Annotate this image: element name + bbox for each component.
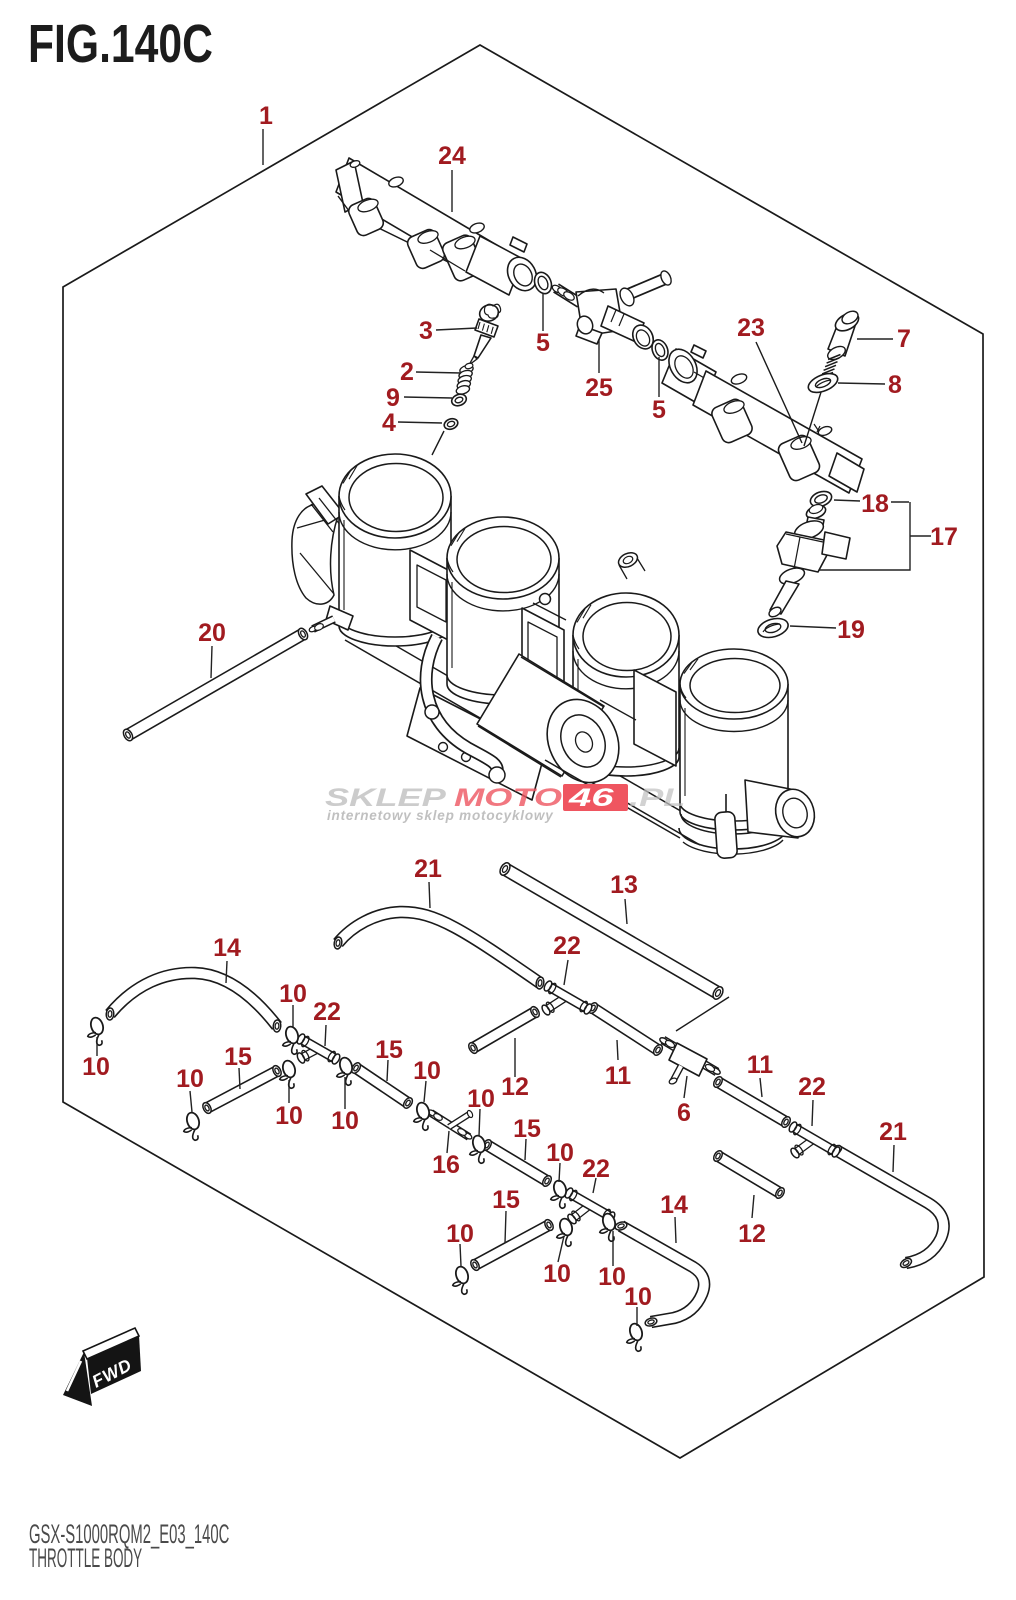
svg-text:10: 10	[275, 1102, 303, 1130]
svg-text:22: 22	[798, 1073, 826, 1101]
svg-text:7: 7	[897, 325, 911, 353]
svg-text:1: 1	[259, 102, 273, 130]
svg-text:10: 10	[546, 1139, 574, 1167]
svg-text:13: 13	[610, 871, 638, 899]
svg-text:12: 12	[501, 1073, 529, 1101]
svg-text:10: 10	[331, 1107, 359, 1135]
svg-text:21: 21	[879, 1118, 907, 1146]
svg-text:17: 17	[930, 523, 958, 551]
svg-text:15: 15	[513, 1115, 541, 1143]
svg-text:10: 10	[598, 1263, 626, 1291]
svg-text:25: 25	[585, 374, 613, 402]
svg-text:10: 10	[467, 1085, 495, 1113]
svg-text:10: 10	[82, 1053, 110, 1081]
svg-text:9: 9	[386, 384, 400, 412]
svg-text:8: 8	[888, 371, 902, 399]
svg-text:10: 10	[543, 1260, 571, 1288]
svg-text:10: 10	[279, 980, 307, 1008]
svg-text:46: 46	[568, 784, 614, 812]
svg-text:24: 24	[438, 142, 466, 170]
svg-text:2: 2	[400, 358, 414, 386]
svg-text:14: 14	[213, 934, 241, 962]
svg-text:10: 10	[413, 1057, 441, 1085]
svg-text:18: 18	[861, 490, 889, 518]
svg-text:3: 3	[419, 317, 433, 345]
svg-text:23: 23	[737, 314, 765, 342]
svg-text:10: 10	[446, 1220, 474, 1248]
svg-text:10: 10	[624, 1283, 652, 1311]
svg-text:GSX-S1000RQM2_E03_140C: GSX-S1000RQM2_E03_140C	[29, 1518, 229, 1549]
svg-text:11: 11	[747, 1051, 774, 1079]
svg-text:5: 5	[536, 329, 550, 357]
svg-text:15: 15	[492, 1186, 520, 1214]
svg-text:FIG.140C: FIG.140C	[28, 14, 213, 74]
svg-text:10: 10	[176, 1065, 204, 1093]
svg-text:MOTO: MOTO	[454, 784, 562, 812]
svg-text:20: 20	[198, 619, 226, 647]
svg-text:15: 15	[224, 1043, 252, 1071]
svg-text:.PL: .PL	[629, 784, 685, 812]
svg-text:6: 6	[677, 1099, 691, 1127]
svg-text:11: 11	[605, 1062, 632, 1090]
svg-text:5: 5	[652, 396, 666, 424]
svg-text:THROTTLE BODY: THROTTLE BODY	[29, 1543, 142, 1573]
svg-text:22: 22	[553, 932, 581, 960]
svg-text:16: 16	[432, 1151, 460, 1179]
svg-text:12: 12	[738, 1220, 766, 1248]
svg-text:14: 14	[660, 1191, 688, 1219]
svg-text:21: 21	[414, 855, 442, 883]
svg-text:internetowy sklep motocyklowy: internetowy sklep motocyklowy	[327, 808, 554, 823]
svg-text:4: 4	[382, 409, 396, 437]
svg-text:22: 22	[313, 998, 341, 1026]
svg-text:SKLEP: SKLEP	[325, 784, 446, 812]
svg-text:15: 15	[375, 1036, 403, 1064]
svg-text:19: 19	[837, 616, 865, 644]
